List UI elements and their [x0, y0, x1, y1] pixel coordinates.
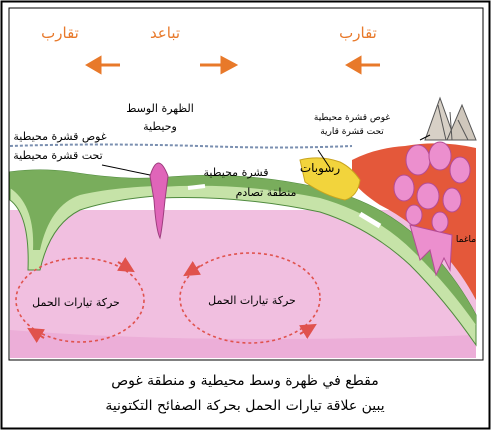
caption-line-1: مقطع في ظهرة وسط محيطية و منطقة غوص — [111, 373, 378, 389]
label-collision-zone: منطقة تصادم — [236, 186, 297, 199]
label-top-right: تقارب — [339, 24, 377, 42]
label-subduction-left-2: تحت قشرة محيطية — [13, 149, 102, 162]
label-subduction-right-2: تحت قشرة قارية — [320, 127, 384, 137]
label-top-center: تباعد — [150, 24, 180, 42]
plate-arrow-left — [188, 186, 205, 188]
label-ridge: الظهرة الوسط — [126, 102, 194, 115]
label-top-left: تقارب — [41, 24, 79, 42]
label-convection-left: حركة تيارات الحمل — [32, 296, 120, 309]
label-magma: ماغما — [456, 235, 476, 245]
label-subduction-left-1: غوص قشرة محيطية — [13, 130, 106, 143]
caption-line-2: يبين علاقة تيارات الحمل بحركة الصفائح ال… — [105, 398, 384, 414]
label-convection-center: حركة تيارات الحمل — [208, 294, 296, 307]
label-sediments: رسوبات — [300, 161, 341, 176]
label-subduction-right-1: غوص قشرة محيطية — [314, 113, 391, 123]
label-ridge-2: وحيطية — [143, 120, 177, 133]
label-oceanic-crust: قشرة محيطية — [204, 166, 269, 179]
